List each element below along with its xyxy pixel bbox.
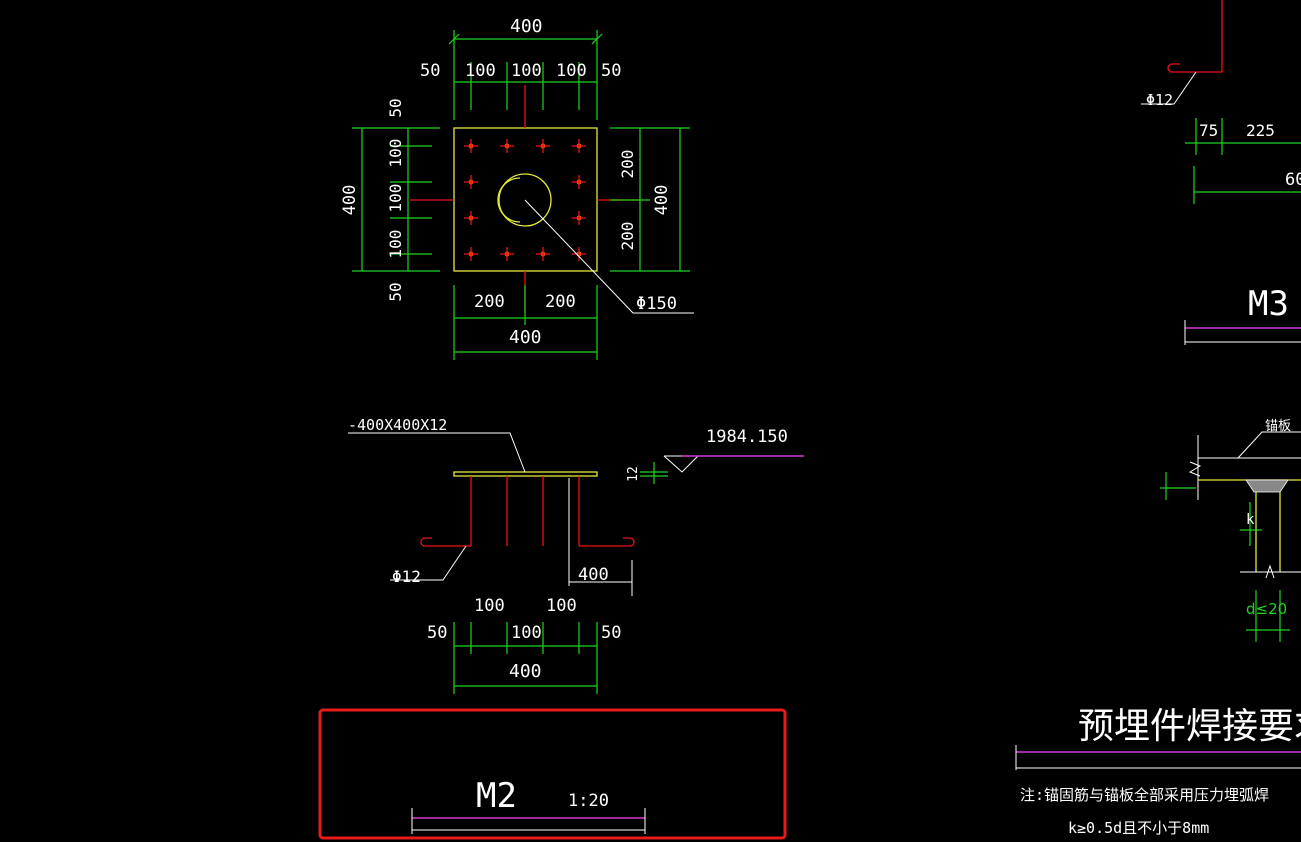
m2-scale: 1:20 <box>568 791 609 811</box>
left-dim-seg: 50 <box>386 98 405 117</box>
d-label: d≤20 <box>1246 600 1287 618</box>
left-dim-seg: 100 <box>386 184 405 213</box>
right-dim-seg: 200 <box>618 150 637 179</box>
thickness-label: 12 <box>626 466 641 482</box>
m3-dim: 75 <box>1199 121 1218 140</box>
top-dim-seg: 50 <box>420 61 440 81</box>
top-dim-seg: 100 <box>511 61 542 81</box>
top-total-dim: 400 <box>510 16 543 37</box>
plan-view: Φ150 400 50 100 100 100 50 400 50 100 10… <box>340 16 694 360</box>
m3-dim-partial: 60 <box>1285 170 1301 190</box>
note-line-2: k≥0.5d且不小于8mm <box>1068 819 1209 837</box>
left-dim-seg: 100 <box>386 230 405 259</box>
bottom-dim-seg: 200 <box>545 292 576 312</box>
hole-leader <box>524 199 694 314</box>
top-dim-seg: 100 <box>556 61 587 81</box>
m3-rebar-label: Φ12 <box>1146 91 1173 109</box>
detail-title: 预埋件焊接要求大样 <box>1078 706 1301 747</box>
left-dim-seg: 50 <box>386 282 405 301</box>
lower-dim-seg: 50 <box>427 623 447 643</box>
anchor-plate-label: 锚板 <box>1265 419 1291 434</box>
left-dim-seg: 100 <box>386 139 405 168</box>
right-dim-seg: 200 <box>618 222 637 251</box>
k-label: k <box>1246 512 1255 528</box>
right-panel: Φ12 75 225 60 M3 锚板 <box>1015 0 1301 837</box>
weld-detail: 锚板 k d≤20 <box>1160 419 1301 642</box>
embed-plate-section <box>453 471 598 477</box>
top-dim-seg: 100 <box>465 61 496 81</box>
rebar-label: Φ12 <box>392 567 421 586</box>
hole-label: Φ150 <box>636 294 677 314</box>
selection-highlight-box <box>318 708 787 840</box>
bottom-total-dim: 400 <box>509 327 542 348</box>
right-total-dim: 400 <box>652 185 672 216</box>
center-hole <box>498 173 552 227</box>
bottom-dim-seg: 200 <box>474 292 505 312</box>
note-line-1: 注:锚固筋与锚板全部采用压力埋弧焊 <box>1020 786 1269 804</box>
top-dim-seg: 50 <box>601 61 621 81</box>
lower-dim-seg: 50 <box>601 623 621 643</box>
m2-title-block[interactable]: M2 1:20 <box>318 708 787 840</box>
lower-dim-seg: 100 <box>511 623 542 643</box>
m3-dim: 225 <box>1246 121 1275 140</box>
left-total-dim: 400 <box>340 185 360 216</box>
section-total-dim: 400 <box>509 661 542 682</box>
section-view: -400X400X12 1984.150 12 Φ12 400 100 100 <box>348 416 804 694</box>
embed-plate-plan <box>453 127 598 272</box>
spacing-dim: 100 <box>474 596 505 616</box>
spacing-dim: 100 <box>546 596 577 616</box>
elevation-label: 1984.150 <box>706 427 788 447</box>
m3-title: M3 <box>1248 284 1289 324</box>
m2-title: M2 <box>476 776 517 816</box>
plate-spec-label: -400X400X12 <box>348 416 447 434</box>
anchor-length-label: 400 <box>578 565 609 585</box>
